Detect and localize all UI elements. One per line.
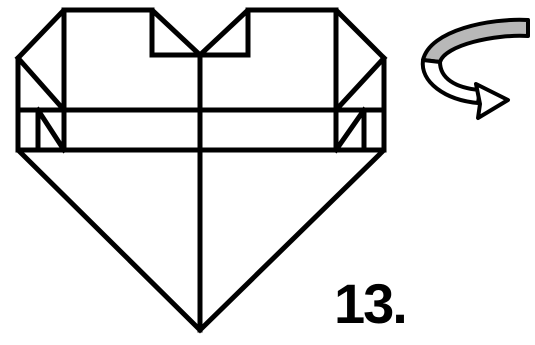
turn-arrow-band xyxy=(423,20,528,62)
step-number: 13. xyxy=(334,276,406,332)
turn-arrow-head xyxy=(476,84,508,118)
turn-arrow-lower-curve xyxy=(423,60,480,103)
